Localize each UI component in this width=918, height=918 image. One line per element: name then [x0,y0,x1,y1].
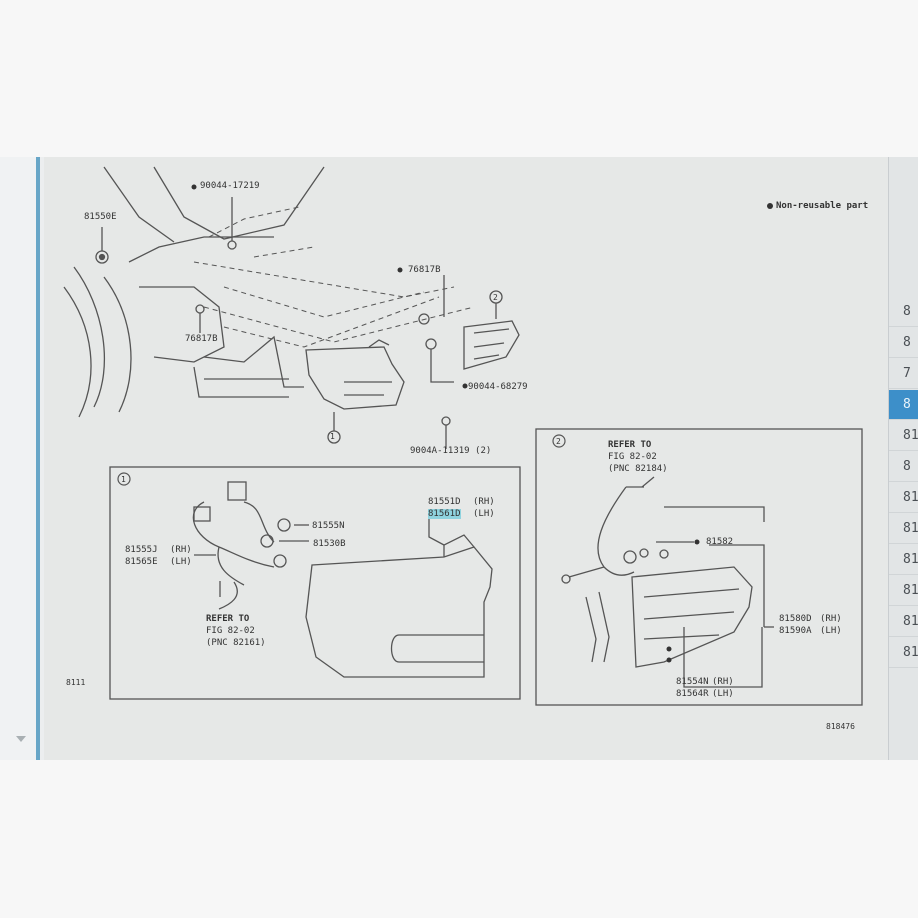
part-side-81565e: (LH) [170,557,192,567]
parts-list-row[interactable]: 81 [889,483,918,513]
part-side-81561d: (LH) [473,509,495,519]
parts-list-row[interactable]: 81 [889,421,918,451]
parts-list-row[interactable]: 8 [889,452,918,482]
box1-refer-line1: REFER TO [206,614,250,624]
parts-list-row[interactable]: 8 [889,328,918,358]
parts-list-row[interactable]: 7 [889,359,918,389]
parts-list-row[interactable]: 81 [889,607,918,637]
parts-diagram-canvas [44,157,888,760]
parts-list-row[interactable]: 81 [889,638,918,668]
callout-2-top: 2 [493,293,498,302]
footer-right-code: 818476 [826,722,855,731]
parts-list-row[interactable]: 81 [889,545,918,575]
box1-refer-line2[interactable]: FIG 82-02 [206,626,255,636]
part-side-81555j: (RH) [170,545,192,555]
part-label-81561d-highlighted[interactable]: 81561D [428,509,461,519]
parts-list-row[interactable]: 81 [889,576,918,606]
box2-refer-line1: REFER TO [608,440,652,450]
box1-refer-line3: (PNC 82161) [206,638,266,648]
part-side-81551d: (RH) [473,497,495,507]
part-label-81550e[interactable]: 81550E [84,212,117,222]
parts-diagram [63,166,863,706]
part-label-81551d[interactable]: 81551D [428,497,461,507]
part-side-81590a: (LH) [820,626,842,636]
part-label-81564r[interactable]: 81564R [676,689,709,699]
parts-list-row[interactable]: 8 [889,297,918,327]
callout-1-top: 1 [330,432,335,441]
box2-refer-line2[interactable]: FIG 82-02 [608,452,657,462]
legend-non-reusable: Non-reusable part [776,201,869,211]
part-label-81565e[interactable]: 81565E [125,557,158,567]
callout-2-box: 2 [556,437,561,446]
part-label-81582[interactable]: 81582 [706,537,734,547]
part-side-81554n: (RH) [712,677,734,687]
part-label-76817b-left[interactable]: 76817B [185,334,218,344]
part-label-81554n[interactable]: 81554N [676,677,709,687]
callout-1-box: 1 [121,475,126,484]
part-label-76817b-right[interactable]: 76817B [408,265,441,275]
footer-left-code: 8111 [66,678,86,687]
part-label-81555j[interactable]: 81555J [125,545,158,555]
parts-list-row[interactable]: 8 [889,390,918,420]
part-label-9004a-11319[interactable]: 9004A-11319 (2) [410,446,492,456]
part-label-90044a17219[interactable]: 90044-17219 [200,181,260,191]
part-label-81530b[interactable]: 81530B [313,539,346,549]
part-label-81590a[interactable]: 81590A [779,626,812,636]
part-label-81580d[interactable]: 81580D [779,614,812,624]
part-side-81580d: (RH) [820,614,842,624]
left-toolbar [0,157,40,760]
part-label-90044-68279[interactable]: 90044-68279 [468,382,528,392]
part-label-81555n[interactable]: 81555N [312,521,345,531]
box2-refer-line3: (PNC 82184) [608,464,668,474]
parts-list-row[interactable]: 81 [889,514,918,544]
scroll-down-arrow-icon[interactable] [16,736,26,742]
part-side-81564r: (LH) [712,689,734,699]
